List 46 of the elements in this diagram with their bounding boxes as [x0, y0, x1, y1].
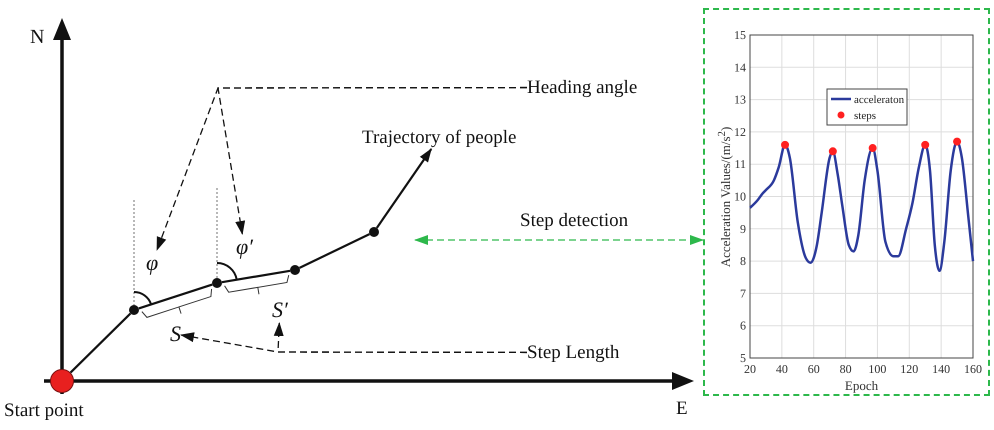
- symbol-label: S′: [272, 297, 288, 323]
- tick-label: 120: [900, 362, 918, 376]
- arrow: [376, 148, 432, 228]
- dashed-arrow: [217, 86, 527, 235]
- tick-label: 10: [734, 190, 746, 204]
- tick-label: 60: [808, 362, 820, 376]
- axis-label: N: [30, 26, 44, 48]
- axis-label: E: [676, 398, 688, 420]
- symbol-label: φ: [146, 250, 158, 276]
- tick-label: 140: [932, 362, 950, 376]
- step-point: [212, 278, 222, 288]
- step-point: [129, 305, 139, 315]
- tick-label: 13: [734, 92, 746, 107]
- tick-label: 11: [734, 157, 746, 172]
- node-caption: Start point: [4, 400, 84, 422]
- tick-label: 9: [740, 222, 746, 236]
- axis-title: Epoch: [844, 378, 878, 393]
- callout-text: Trajectory of people: [362, 126, 516, 149]
- tick-label: 80: [840, 362, 852, 376]
- callout-text: Step Length: [527, 341, 620, 364]
- dashed-arrow: [414, 235, 704, 245]
- tick-label: 100: [868, 362, 886, 376]
- chart-panel: [703, 8, 990, 396]
- legend-label: steps: [854, 110, 876, 122]
- callout-text: Heading angle: [527, 76, 638, 99]
- tick-label: 7: [740, 286, 746, 300]
- tick-label: 12: [734, 124, 746, 139]
- tick-label: 20: [744, 362, 756, 376]
- tick-label: 5: [740, 351, 746, 365]
- trajectory-segment: [299, 233, 370, 269]
- trajectory-segment: [222, 270, 290, 284]
- trajectory-segment: [70, 312, 132, 374]
- tick-label: 40: [776, 362, 788, 376]
- edge-label: Step detection: [520, 210, 628, 232]
- symbol-label: φ′: [236, 234, 253, 260]
- dashed-arrow: [274, 322, 527, 354]
- tick-label: 15: [734, 28, 746, 42]
- symbol-label: S: [170, 321, 181, 347]
- legend-label: acceleraton: [854, 94, 904, 106]
- tick-label: 6: [740, 318, 746, 333]
- trajectory-segment: [138, 284, 213, 310]
- tick-label: 14: [734, 60, 746, 74]
- tick-label: 8: [740, 254, 746, 268]
- step-point: [290, 265, 300, 275]
- tick-label: 160: [964, 362, 982, 376]
- step-point: [369, 227, 379, 237]
